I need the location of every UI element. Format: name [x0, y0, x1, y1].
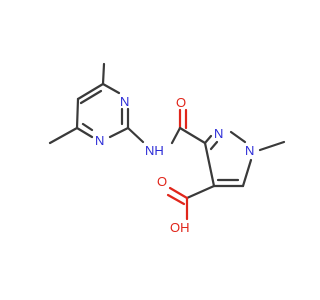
atom-nh-label: NH — [145, 143, 164, 158]
molecule-canvas: N N NH O N N O OH — [48, 62, 286, 235]
bond-c2-nh — [126, 126, 145, 144]
bond-methyl-bottom — [48, 126, 79, 145]
bond-c4-c3 — [203, 141, 216, 188]
bond-c3-n2 — [203, 134, 213, 145]
bond-c6-n1 — [75, 126, 94, 139]
bond-n1-c5 — [241, 158, 253, 188]
atom-carbonyl-o-label: O — [176, 95, 186, 110]
bond-c4-c5 — [76, 82, 105, 101]
atom-pyrazole-n1-label: N — [245, 143, 254, 158]
atom-pyrazole-n2-label: N — [214, 126, 223, 141]
atom-n3-label: N — [120, 94, 129, 109]
bond-methyl-top — [101, 62, 106, 86]
bond-c5-c6 — [75, 97, 80, 130]
bond-n2-n1 — [229, 130, 247, 144]
atom-acid-o-label: O — [157, 174, 167, 189]
bond-n1-methyl — [258, 140, 286, 152]
bond-nh-carbonyl — [170, 126, 182, 145]
bond-c3-n2-inner — [209, 140, 219, 151]
bond-c4-acid — [185, 184, 216, 200]
molecule-structure: N N NH O N N O OH — [48, 62, 286, 235]
atom-acid-oh-label: OH — [170, 220, 190, 235]
bond-acid-o-inner — [166, 193, 186, 206]
bond-c6-n1-inner — [81, 122, 94, 132]
bond-c4-c5-inner — [79, 89, 103, 105]
bond-n3-c4 — [101, 82, 121, 95]
bond-carbonyl-c3 — [178, 126, 207, 145]
atom-n1-label: N — [95, 133, 104, 148]
bond-acid-o — [168, 186, 189, 200]
bond-n1-c2 — [108, 126, 130, 139]
